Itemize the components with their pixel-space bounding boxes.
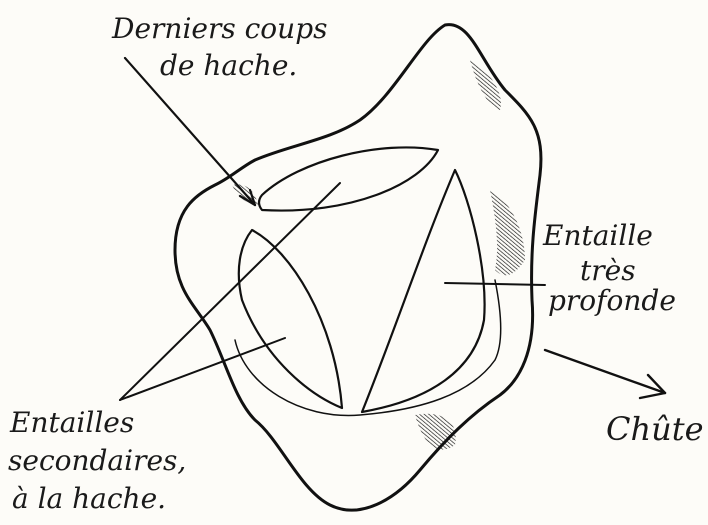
label-secondaires-2: secondaires,: [8, 444, 186, 477]
label-entaille-1: Entaille: [542, 219, 653, 252]
cut-deep: [362, 170, 485, 412]
pointer-secondaires-2: [120, 338, 285, 400]
arrow-chute: [545, 350, 665, 398]
bark-shade-topright: [470, 60, 501, 110]
label-entaille-3: profonde: [548, 284, 676, 317]
label-chute: Chûte: [606, 410, 704, 448]
bark-shade-right: [490, 190, 525, 275]
cut-top: [259, 147, 438, 210]
cut-secondary-left: [239, 230, 342, 408]
label-secondaires-3: à la hache.: [12, 482, 166, 515]
bark-shade-bottom: [415, 414, 456, 450]
label-secondaires-1: Entailles: [9, 406, 134, 439]
label-entaille-2: très: [580, 254, 636, 287]
label-derniers-1: Derniers coups: [111, 12, 327, 45]
pointer-entaille: [445, 283, 545, 285]
label-derniers-2: de hache.: [160, 49, 297, 82]
